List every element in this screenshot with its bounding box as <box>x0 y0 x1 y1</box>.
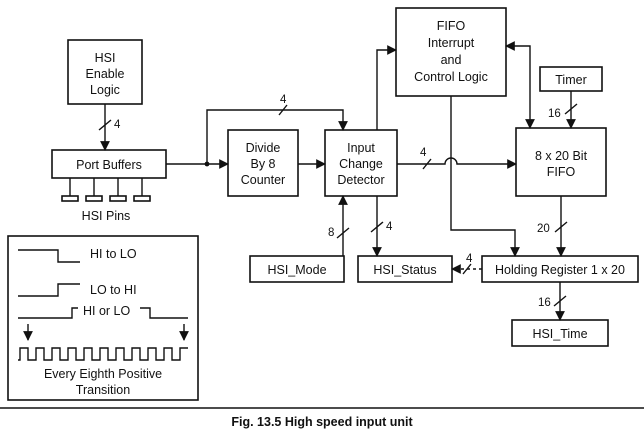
svg-text:Detector: Detector <box>337 173 384 187</box>
svg-text:FIFO: FIFO <box>437 19 466 33</box>
hi-or-lo-label: HI or LO <box>83 304 131 318</box>
mode-legend: HI to LO LO to HI HI or LO Every Eighth … <box>7 235 199 401</box>
svg-text:HSI_Mode: HSI_Mode <box>267 263 326 277</box>
figure-caption: Fig. 13.5 High speed input unit <box>231 415 413 429</box>
svg-text:8 x 20 Bit: 8 x 20 Bit <box>535 149 588 163</box>
fifo-interrupt-control-block: FIFO Interrupt and Control Logic <box>395 7 507 97</box>
svg-text:Interrupt: Interrupt <box>428 36 475 50</box>
fifo-8x20-block: 8 x 20 Bit FIFO <box>515 127 607 197</box>
svg-text:HSI: HSI <box>95 51 116 65</box>
hsi-pins: HSI Pins <box>61 178 151 223</box>
svg-text:Holding Register 1 x 20: Holding Register 1 x 20 <box>495 263 625 277</box>
lo-to-hi-label: LO to HI <box>90 283 137 297</box>
bus-label-mode: 8 <box>328 227 334 239</box>
bus-label-holding-status: 4 <box>466 253 473 265</box>
bus-label-feedback: 4 <box>280 94 287 106</box>
hsi-status-block: HSI_Status <box>357 255 453 283</box>
lo-to-hi-waveform <box>18 283 80 297</box>
bus-label-fifo-holding: 20 <box>537 223 550 235</box>
bus-label-timer: 16 <box>548 108 561 120</box>
timer-block: Timer <box>539 66 603 92</box>
svg-text:Divide: Divide <box>246 141 281 155</box>
hi-to-lo-waveform <box>18 249 80 263</box>
svg-text:Counter: Counter <box>241 173 285 187</box>
svg-text:HSI_Status: HSI_Status <box>373 263 436 277</box>
svg-text:Enable: Enable <box>86 67 125 81</box>
every-eighth-label: Every Eighth Positive <box>44 367 162 381</box>
connections: 4 4 4 16 20 8 4 <box>98 41 578 321</box>
svg-text:and: and <box>441 53 462 67</box>
every-eighth-label-2: Transition <box>76 383 130 397</box>
hi-to-lo-label: HI to LO <box>90 247 137 261</box>
port-buffers-block: Port Buffers <box>51 149 167 179</box>
hsi-mode-block: HSI_Mode <box>249 255 345 283</box>
bus-label-status: 4 <box>386 221 393 233</box>
divide-by-8-counter-block: Divide By 8 Counter <box>227 129 299 197</box>
holding-register-block: Holding Register 1 x 20 <box>481 255 639 283</box>
svg-text:Control Logic: Control Logic <box>414 70 488 84</box>
svg-text:Timer: Timer <box>555 73 586 87</box>
svg-text:Logic: Logic <box>90 83 120 97</box>
bus-label-time: 16 <box>538 297 551 309</box>
svg-text:Change: Change <box>339 157 383 171</box>
hsi-time-block: HSI_Time <box>511 319 609 347</box>
input-change-detector-block: Input Change Detector <box>324 129 398 197</box>
hsi-enable-logic-block: HSI Enable Logic <box>67 39 143 105</box>
hsi-pins-label: HSI Pins <box>82 209 131 223</box>
svg-text:FIFO: FIFO <box>547 165 576 179</box>
svg-text:HSI_Time: HSI_Time <box>532 327 587 341</box>
svg-text:Input: Input <box>347 141 375 155</box>
bus-label-enable: 4 <box>114 119 121 131</box>
eighth-transition-waveform <box>18 347 188 361</box>
svg-text:By 8: By 8 <box>250 157 275 171</box>
svg-text:Port Buffers: Port Buffers <box>76 158 142 172</box>
bus-label-detector-fifo: 4 <box>420 147 427 159</box>
